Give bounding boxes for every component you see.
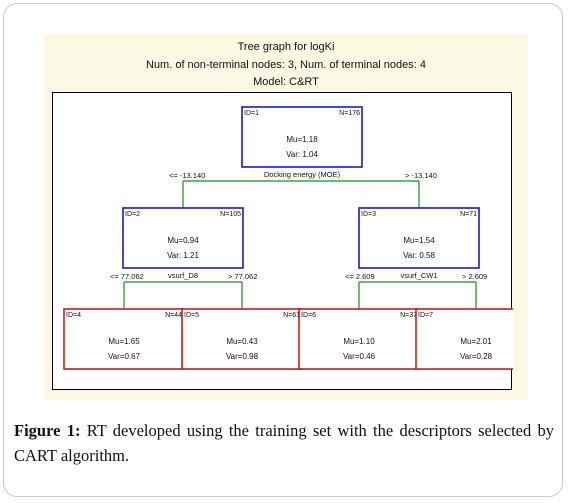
nodes-count-info: Num. of non-terminal nodes: 3, Num. of t… <box>145 59 427 71</box>
node-id-3: ID=3 <box>361 211 376 218</box>
node-id-5: ID=5 <box>184 312 199 319</box>
split-variable-3: vsurf_CW1 <box>400 271 437 280</box>
node-id-4: ID=4 <box>66 312 81 319</box>
tree-node-box-2 <box>122 207 244 269</box>
node-mu-5: Mu=0.43 <box>226 337 258 346</box>
node-id-6: ID=6 <box>301 312 316 319</box>
node-mu-4: Mu=1.65 <box>108 337 140 346</box>
model-name: Model: C&RT <box>253 76 319 88</box>
node-mu-3: Mu=1.54 <box>403 236 435 245</box>
tree-node-box-7 <box>415 308 513 370</box>
split-right-label-3: > 2.609 <box>462 272 487 281</box>
node-var-1: Var: 1.04 <box>286 150 318 159</box>
node-mu-7: Mu=2.01 <box>460 337 492 346</box>
node-var-2: Var: 1.21 <box>167 251 199 260</box>
node-mu-6: Mu=1.10 <box>343 337 375 346</box>
node-id-7: ID=7 <box>418 312 433 319</box>
node-n-6: N=37 <box>400 312 417 319</box>
node-id-1: ID=1 <box>244 110 259 117</box>
caption-text: RT developed using the training set with… <box>14 421 555 465</box>
split-variable-1: Docking energy (MOE) <box>264 170 341 179</box>
node-n-2: N=105 <box>220 211 241 218</box>
tree-diagram: Docking energy (MOE) <= -13.140 > -13.140 v… <box>63 106 513 370</box>
node-mu-1: Mu=1.18 <box>286 135 318 144</box>
node-n-3: N=71 <box>460 211 477 218</box>
split-left-label-2: <= 77.062 <box>110 272 144 281</box>
tree-plot-area: Docking energy (MOE) <= -13.140 > -13.140 v… <box>52 92 513 390</box>
split-right-label-2: > 77.062 <box>228 272 257 281</box>
node-var-6: Var=0.46 <box>343 352 376 361</box>
split-left-label-1: <= -13.140 <box>169 171 205 180</box>
figure-caption: Figure 1: RT developed using the trainin… <box>14 418 554 468</box>
node-var-4: Var=0.67 <box>108 352 141 361</box>
split-left-label-3: <= 2.609 <box>345 272 375 281</box>
tree-node-box-6 <box>298 308 420 370</box>
node-mu-2: Mu=0.94 <box>167 236 199 245</box>
node-var-3: Var: 0.58 <box>403 251 435 260</box>
tree-node-box-5 <box>181 308 303 370</box>
node-id-2: ID=2 <box>125 211 140 218</box>
split-variable-2: vsurf_D8 <box>168 271 198 280</box>
split-right-label-1: > -13.140 <box>405 171 437 180</box>
tree-graph-figure: Tree graph for logKi Num. of non-termina… <box>44 34 528 400</box>
tree-node-box-4 <box>63 308 185 370</box>
tree-graph-title: Tree graph for logKi <box>237 41 335 53</box>
tree-node-box-3 <box>358 207 480 269</box>
tree-node-box-1 <box>241 106 363 168</box>
figure-frame: Tree graph for logKi Num. of non-termina… <box>3 3 563 497</box>
caption-label: Figure 1: <box>14 421 81 440</box>
node-n-4: N=44 <box>165 312 182 319</box>
node-n-5: N=61 <box>283 312 300 319</box>
node-n-1: N=176 <box>339 110 360 117</box>
node-var-5: Var=0.98 <box>226 352 259 361</box>
node-var-7: Var=0.28 <box>460 352 493 361</box>
